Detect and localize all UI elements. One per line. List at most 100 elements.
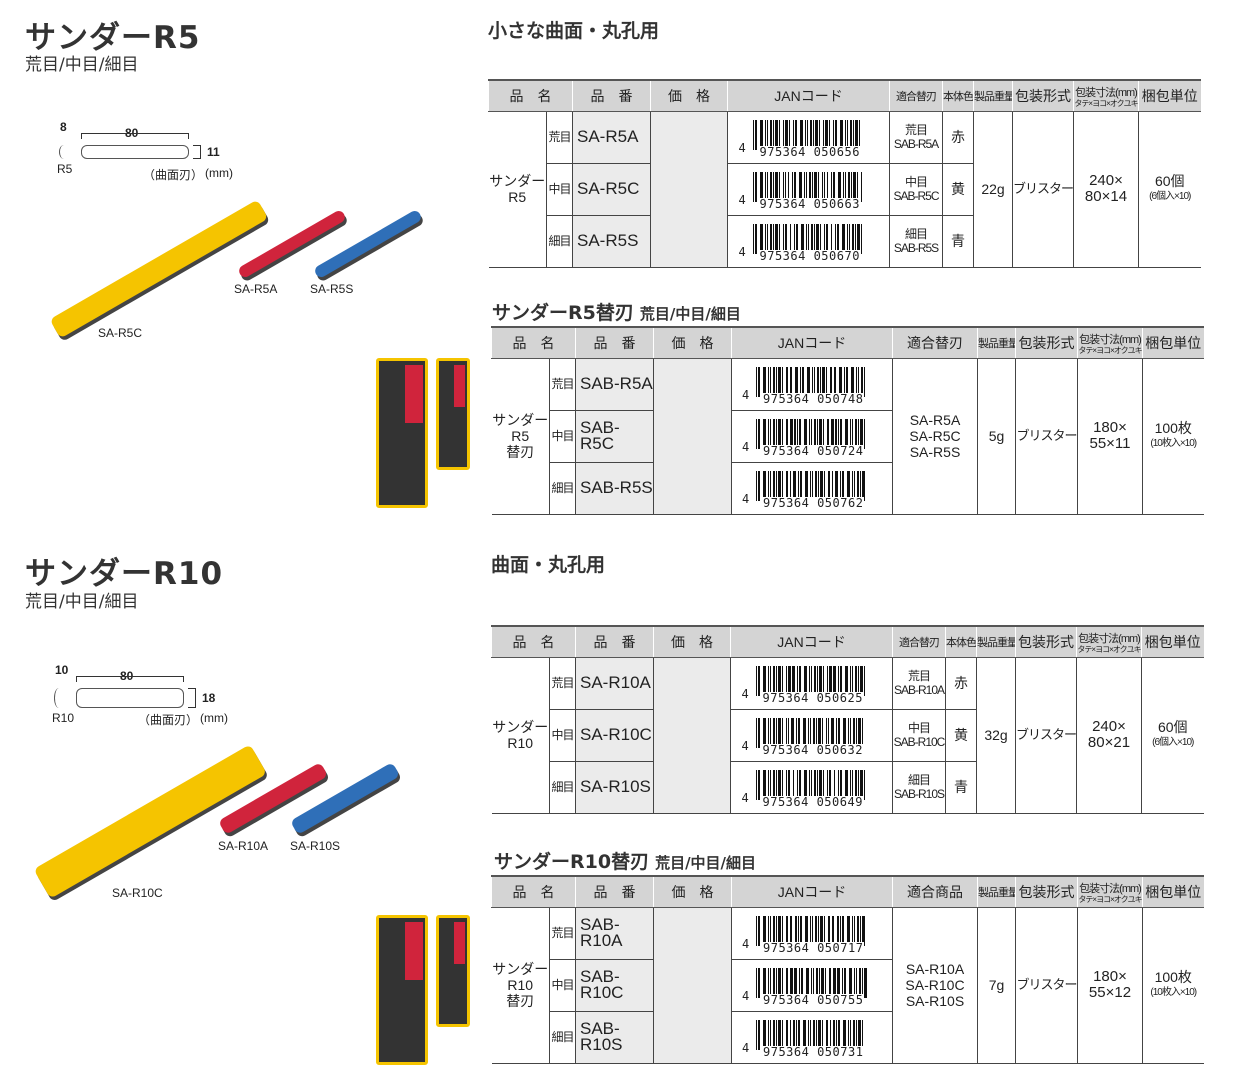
blade-title-sub: 荒目/中目/細目	[639, 305, 741, 323]
width-dimension: 8	[60, 120, 67, 134]
weight: 7g	[977, 906, 1016, 1064]
product-code: SA-R10A	[575, 656, 654, 710]
price-cell	[653, 357, 732, 515]
barcode-bars	[755, 770, 865, 800]
grade-label: 荒目	[549, 656, 576, 710]
product-name: サンダー R5 替刃	[491, 357, 550, 515]
radius-arc	[54, 688, 64, 708]
header-packaging: 包装形式	[1015, 875, 1078, 908]
barcode-number: 975364 050762	[762, 496, 865, 510]
product-name: サンダー R10	[491, 656, 550, 814]
barcode-number: 975364 050656	[758, 145, 861, 159]
header-package-size-label: 包装寸法(mm)	[1079, 882, 1142, 895]
header-name: 品 名	[491, 875, 576, 908]
header-weight: 製品重量	[973, 79, 1013, 112]
blade-title-main: サンダーR5替刃	[492, 302, 634, 324]
header-compatible-blade: 適合替刃	[889, 79, 943, 112]
barcode-prefix: 4	[738, 245, 746, 259]
header-packaging: 包装形式	[1015, 625, 1077, 658]
barcode-bars	[755, 718, 863, 748]
header-package-size: 包装寸法(mm)タテ×ヨコ×オクユキ	[1077, 326, 1143, 359]
radius-label: R10	[52, 711, 75, 725]
height-dimension: 18	[202, 691, 216, 705]
package-image	[436, 915, 470, 1027]
weight: 5g	[977, 357, 1016, 515]
barcode-number: 975364 050649	[761, 795, 864, 809]
product-code: SAB-R10A	[575, 906, 654, 960]
radius-arc	[59, 145, 69, 159]
barcode-bars	[752, 224, 862, 254]
body-color: 青	[942, 214, 974, 268]
grade-label: 中目	[546, 162, 573, 216]
jan-cell: 4 975364 050748	[731, 357, 893, 411]
barcode-prefix: 4	[742, 388, 750, 402]
header-price: 価 格	[650, 79, 728, 112]
unit-label: (mm)	[205, 166, 233, 180]
weight: 32g	[976, 656, 1016, 814]
blade-grade: 細目	[904, 227, 928, 241]
header-unit: 梱包単位	[1142, 326, 1204, 359]
barcode-number: 975364 050748	[762, 392, 865, 406]
price-cell	[653, 906, 732, 1064]
header-packaging: 包装形式	[1015, 326, 1078, 359]
header-price: 価 格	[653, 326, 732, 359]
body-color: 赤	[942, 110, 974, 164]
length-line	[81, 133, 189, 139]
pack-unit-detail: (6個入×10)	[1152, 737, 1194, 748]
product-label: SA-R10C	[112, 886, 163, 900]
pack-unit: 100枚(10枚入×10)	[1142, 357, 1204, 515]
header-weight: 製品重量	[977, 326, 1016, 359]
package-size: 240× 80×14	[1073, 110, 1139, 268]
grade-label: 中目	[549, 958, 576, 1012]
product-code: SA-R5S	[572, 214, 651, 268]
product-code: SA-R10S	[575, 760, 654, 814]
barcode-number: 975364 050724	[762, 444, 865, 458]
product-code: SAB-R5S	[575, 461, 654, 515]
blade-grade: 細目	[907, 773, 931, 787]
header-jan-code: JANコード	[727, 79, 890, 112]
section-subtitle: 荒目/中目/細目	[25, 55, 139, 75]
barcode-bars	[756, 367, 865, 397]
body-color: 赤	[945, 656, 977, 710]
barcode-number: 975364 050663	[758, 197, 861, 211]
pack-unit: 100枚(10枚入×10)	[1142, 906, 1204, 1064]
package-image	[436, 358, 470, 470]
packaging: ブリスター	[1012, 110, 1074, 268]
compatible-products: SA-R5A SA-R5C SA-R5S	[892, 357, 978, 515]
blade-grade: 中目	[907, 721, 931, 735]
section-title: サンダーR10	[25, 556, 224, 592]
blade-code: SAB-R5A	[893, 137, 939, 151]
package-image	[376, 915, 428, 1065]
blade-shape	[76, 688, 184, 708]
barcode-bars	[755, 666, 865, 696]
product-label: SA-R5A	[234, 282, 278, 296]
barcode-number: 975364 050625	[761, 691, 864, 705]
header-package-size: 包装寸法(mm)タテ×ヨコ×オクユキ	[1077, 875, 1143, 908]
product-label: SA-R10A	[218, 839, 269, 853]
barcode-bars	[756, 419, 865, 449]
section-subtitle: 荒目/中目/細目	[25, 592, 139, 612]
package-image	[376, 358, 428, 508]
header-price: 価 格	[653, 625, 731, 658]
